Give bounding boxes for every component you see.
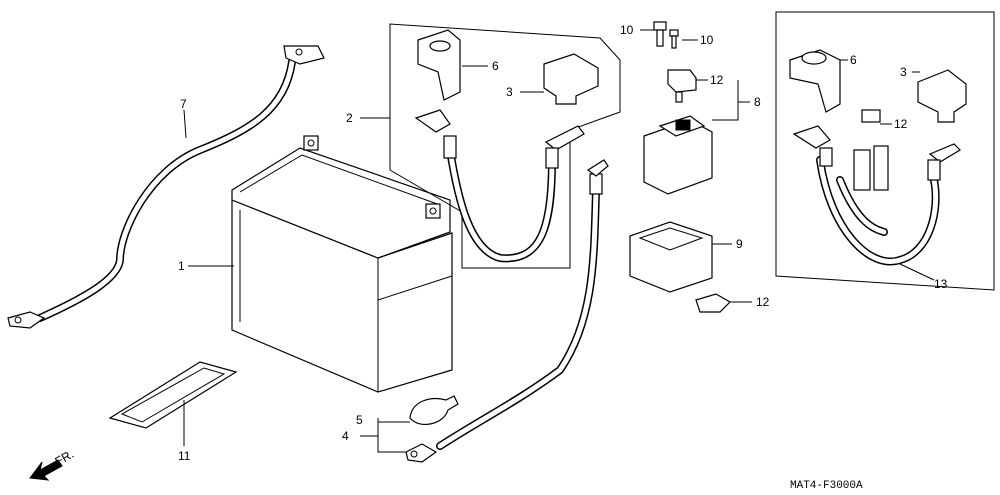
positive-sub-cable [414,109,585,263]
callout-5: 5 [356,413,363,427]
callout-3-right: 3 [900,65,907,79]
callout-9: 9 [736,237,743,251]
callout-10-left: 10 [620,23,634,37]
callout-7: 7 [180,97,187,111]
callout-1: 1 [178,259,185,273]
assembly-outline-left [389,23,621,269]
starter-motor-cable [405,159,609,463]
callout-labels: 1 2 7 3 6 10 10 12 8 9 12 11 5 4 6 3 12 … [178,23,948,463]
callout-8: 8 [754,95,761,109]
callout-12-right: 12 [894,117,908,131]
battery [231,135,453,393]
callout-6-left: 6 [492,59,499,73]
callout-2: 2 [346,111,353,125]
diagram-code: MAT4-F3000A [790,480,863,492]
terminal-cover-6 [417,29,461,101]
callout-6-right: 6 [850,53,857,67]
relay-cover [629,221,713,293]
callout-11: 11 [178,449,191,463]
callout-4: 4 [342,429,349,443]
terminal-boot [409,395,459,426]
starter-relay [643,115,713,195]
negative-battery-cable [7,45,325,329]
battery-band [108,361,238,429]
fuse-top [667,69,697,103]
callout-12-top: 12 [710,73,724,87]
bolts [653,21,679,49]
callout-3-left: 3 [506,85,513,99]
callout-12-bottom: 12 [756,295,770,309]
fuse-bottom [695,293,731,313]
leader-lines [183,29,935,453]
callout-10-right: 10 [700,33,714,47]
front-direction-arrow: FR. [29,447,76,481]
terminal-cover-3 [543,53,599,105]
harness-assembly [775,11,995,291]
callout-13: 13 [934,277,948,291]
